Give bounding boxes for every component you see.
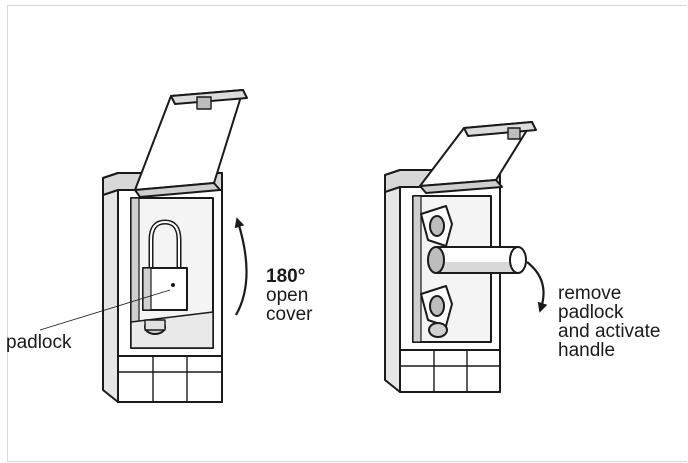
right-label-line-4: handle bbox=[558, 340, 616, 361]
activate-handle-arrow bbox=[526, 261, 548, 313]
right-action-label: remove padlock and activate handle bbox=[558, 284, 660, 360]
right-label-line-1: remove bbox=[558, 283, 622, 304]
right-socket-unit bbox=[384, 169, 501, 393]
right-label-line-3: and activate bbox=[558, 321, 661, 342]
activated-handle bbox=[427, 246, 527, 274]
angle-label: 180° bbox=[266, 266, 306, 287]
rotation-label: 180° open cover bbox=[266, 267, 312, 324]
padlock-drawing bbox=[142, 219, 188, 311]
padlock-leader-line bbox=[39, 289, 171, 331]
right-unit-open-cover bbox=[419, 121, 537, 194]
open-label-line-1: open bbox=[266, 285, 309, 306]
left-unit-base bbox=[117, 355, 223, 403]
padlock-callout-label: padlock bbox=[6, 332, 72, 353]
open-cover-arrow bbox=[234, 217, 248, 316]
left-unit-side-panel bbox=[102, 172, 119, 403]
right-label-line-2: padlock bbox=[558, 302, 624, 323]
left-unit-open-cover bbox=[134, 89, 248, 198]
right-unit-base bbox=[399, 349, 501, 393]
right-unit-side-panel bbox=[384, 169, 401, 393]
open-label-line-2: cover bbox=[266, 304, 313, 325]
